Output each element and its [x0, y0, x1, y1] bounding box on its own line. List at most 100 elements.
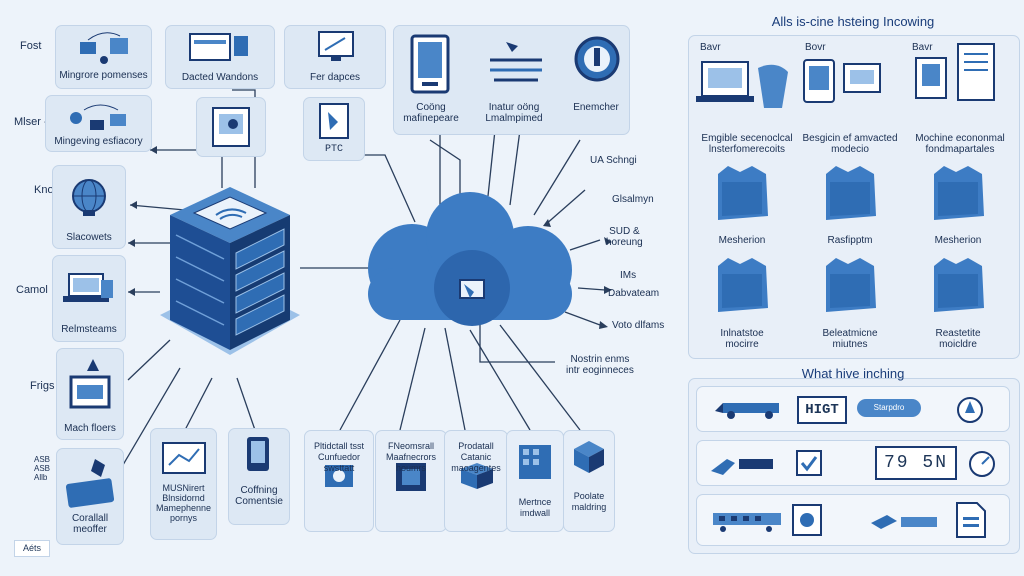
conveyor-icon	[486, 38, 546, 92]
file-icon	[953, 501, 989, 539]
rp-row1-label-2: Besgicin ef amvacted modecio	[802, 133, 898, 155]
left-label-bottom-stack: ASB ASB Allb	[34, 455, 51, 482]
br-row-2-display: 79 5N	[875, 446, 957, 480]
train-icon	[709, 509, 785, 533]
bottom-card-3-label: Pltidctall tsst Cunfuedor swsttatt	[313, 441, 364, 473]
rp-row2-label-3: Mesherion	[934, 235, 982, 246]
bottom-card-3: Pltidctall tsst Cunfuedor swsttatt	[304, 430, 374, 532]
br-row-1-sign: HIGT	[797, 396, 847, 424]
left-card-1: Mingrore pomenses	[55, 25, 152, 89]
cloud-label-4: IMs	[620, 270, 637, 281]
window-app-icon	[186, 30, 256, 64]
rp-row1-tag-1: Bavr	[700, 42, 721, 53]
top-card-5-label: Inatur oöng Lmalmpimed	[485, 102, 543, 124]
server-rack-icon	[150, 185, 310, 385]
top-card-group: Coöng mafinepeare Inatur oöng Lmalmpimed…	[393, 25, 630, 135]
monitor-icon	[315, 30, 359, 64]
chip-icon	[390, 457, 432, 497]
bottom-card-7-label: Poolate maldring	[571, 491, 607, 512]
module-block-icon	[712, 164, 772, 226]
cube-icon	[570, 439, 608, 477]
robot-arm-icon	[709, 451, 779, 477]
image-frame-icon	[209, 104, 253, 150]
rp-row1-tag-2: Bovr	[805, 42, 826, 53]
rp-row2-label-1: Mesherion	[718, 235, 766, 246]
bottom-card-1-label: MUSNirert Blnsidornd Mamephenne pornys	[155, 483, 212, 523]
power-icon	[572, 34, 622, 84]
gear-icon	[317, 461, 361, 491]
left-card-4: Relmsteams	[52, 255, 126, 342]
watermark-badge: Aéts	[14, 540, 50, 557]
left-card-3-label: Slacowets	[66, 232, 112, 243]
top-card-6-label: Enemcher	[573, 102, 619, 113]
br-row-2: 79 5N	[696, 440, 1010, 486]
left-label-camol: Camol	[16, 284, 48, 296]
laptop-chart-icon	[696, 58, 796, 118]
rp-row2-label-2: Rasfipptm	[827, 235, 873, 246]
cloud-label-1: UA Schngi	[590, 155, 637, 166]
tablet-icon	[61, 455, 119, 511]
image-card	[196, 97, 266, 157]
top-card-2: Fer dapces	[284, 25, 386, 89]
left-card-5: Mach floers	[56, 348, 124, 440]
device-docs-icon	[908, 40, 1008, 106]
rp-row1-label-1: Emgible secenoclcal lnsterfomerecoits	[701, 133, 793, 155]
right-panel-title: Alls is-cine hsteing Incowing	[771, 14, 935, 29]
drone-icon	[867, 509, 943, 533]
bottom-card-4-label: FNeomsrall Maafnecrors houmrs	[385, 441, 437, 473]
left-card-3: Slacowets	[52, 165, 126, 249]
left-card-6: Corallall meoffer	[56, 448, 124, 545]
left-card-6-label: Corallall meoffer	[71, 513, 109, 535]
top-card-1: Dacted Wandons	[165, 25, 275, 89]
top-card-3-label: PTC	[324, 144, 343, 155]
bottom-card-2: Coffning Comentsie	[228, 428, 290, 525]
bottom-card-6: Mertnce imdwall	[506, 430, 564, 532]
laptop-icon	[61, 270, 117, 310]
check-card-icon	[795, 449, 823, 477]
top-card-1-label: Dacted Wandons	[181, 72, 259, 83]
rp-row3-label-3: Reastetite moicldre	[935, 328, 981, 350]
globe-icon	[67, 174, 111, 218]
bottom-card-4: FNeomsrall Maafnecrors houmrs	[375, 430, 447, 532]
tablet-docs-icon	[800, 54, 900, 110]
bottom-card-5: Prodatall Catanic maoagentes	[444, 430, 508, 532]
top-card-2-label: Fer dapces	[309, 72, 361, 83]
left-card-4-label: Relmsteams	[61, 324, 117, 335]
left-card-2: Mingeving esfiacory	[45, 95, 152, 152]
badge-icon	[791, 503, 823, 537]
left-label-frigs: Frigs	[30, 380, 55, 392]
bottom-card-6-label: Mertnce imdwall	[518, 497, 552, 518]
cloud-label-6: Voto dlfams	[612, 320, 665, 331]
module-block-icon	[820, 164, 880, 226]
left-label-mlser: Mlser -	[14, 116, 48, 128]
display-board-icon	[67, 357, 113, 413]
rp-row1-label-3: Mochine econonmal fondmapartales	[915, 133, 1005, 155]
bottom-right-panel-title: What hive inching	[801, 366, 905, 381]
module-block-icon	[928, 164, 988, 226]
cloud-label-7: Nostrin enms intr eoginneces	[566, 354, 634, 376]
top-card-3: PTC	[303, 97, 365, 161]
cloud-label-5: Dabvateam	[608, 288, 660, 299]
box-icon	[457, 461, 497, 491]
left-card-1-label: Mingrore pomenses	[59, 70, 148, 81]
bottom-card-7: Poolate maldring	[563, 430, 615, 532]
module-block-icon	[820, 256, 880, 318]
cloud-label-2: Glsalmyn	[612, 194, 654, 205]
top-card-4-label: Coöng mafinepeare	[403, 102, 459, 124]
cloud-icon	[352, 188, 588, 330]
bottom-card-5-label: Prodatall Catanic maoagentes	[451, 441, 501, 473]
rp-row3-label-2: Beleatmicne miutnes	[822, 328, 878, 350]
left-label-fost: Fost	[20, 40, 42, 52]
left-card-2-label: Mingeving esfiacory	[54, 136, 143, 147]
rp-row3-label-1: Inlnatstoe mocirre	[720, 328, 764, 350]
br-row-3	[696, 494, 1010, 546]
vehicle-icon	[713, 397, 783, 421]
phone-icon	[241, 435, 277, 475]
workflow-icon	[66, 100, 132, 132]
br-row-1-pill: Starpdro	[857, 399, 921, 417]
left-card-5-label: Mach floers	[64, 423, 116, 434]
bottom-card-2-label: Coffning Comentsie	[235, 485, 283, 507]
module-block-icon	[928, 256, 988, 318]
bottom-card-1: MUSNirert Blnsidornd Mamephenne pornys	[150, 428, 217, 540]
